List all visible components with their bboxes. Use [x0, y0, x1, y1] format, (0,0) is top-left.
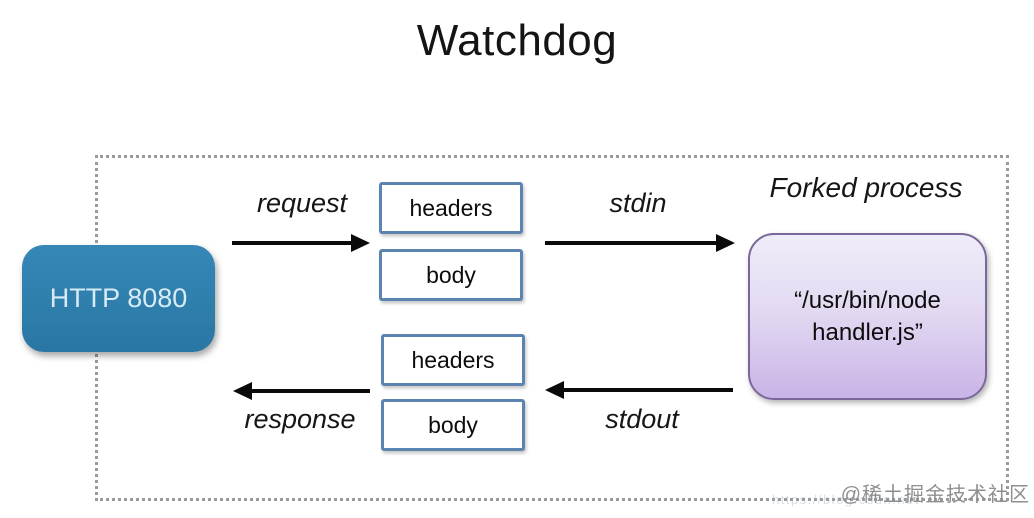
forked-process-node: “/usr/bin/node handler.js”	[748, 233, 987, 400]
http-server-node: HTTP 8080	[22, 245, 215, 352]
arrow-shaft	[250, 389, 370, 393]
arrow-head-right-icon	[351, 234, 370, 252]
arrow-shaft	[232, 241, 353, 245]
request-body-box: body	[379, 249, 523, 301]
response-body-label: body	[428, 411, 478, 438]
response-body-box: body	[381, 399, 525, 451]
http-server-label: HTTP 8080	[49, 283, 188, 313]
arrow-head-right-icon	[716, 234, 735, 252]
request-label: request	[256, 188, 348, 218]
stdout-arrow-left	[545, 381, 733, 399]
forked-process-command: “/usr/bin/node handler.js”	[794, 286, 941, 346]
response-headers-box: headers	[381, 334, 525, 386]
request-headers-box: headers	[379, 182, 523, 234]
response-headers-label: headers	[411, 346, 495, 373]
arrow-shaft	[545, 241, 718, 245]
arrow-head-left-icon	[545, 381, 564, 399]
stdout-label: stdout	[605, 404, 679, 434]
community-watermark: @稀土掘金技术社区	[840, 484, 1030, 506]
stdin-arrow-right	[545, 234, 735, 252]
arrow-head-left-icon	[233, 382, 252, 400]
forked-process-caption: Forked process	[769, 172, 963, 203]
request-headers-label: headers	[409, 194, 493, 221]
request-arrow-right	[232, 234, 370, 252]
arrow-shaft	[562, 388, 733, 392]
response-label: response	[244, 404, 356, 434]
page-title: Watchdog	[416, 16, 618, 65]
faint-url-watermark: https://blog.csdn.net	[772, 492, 920, 507]
stdin-label: stdin	[609, 188, 667, 218]
request-body-label: body	[426, 261, 476, 288]
response-arrow-left	[233, 382, 370, 400]
